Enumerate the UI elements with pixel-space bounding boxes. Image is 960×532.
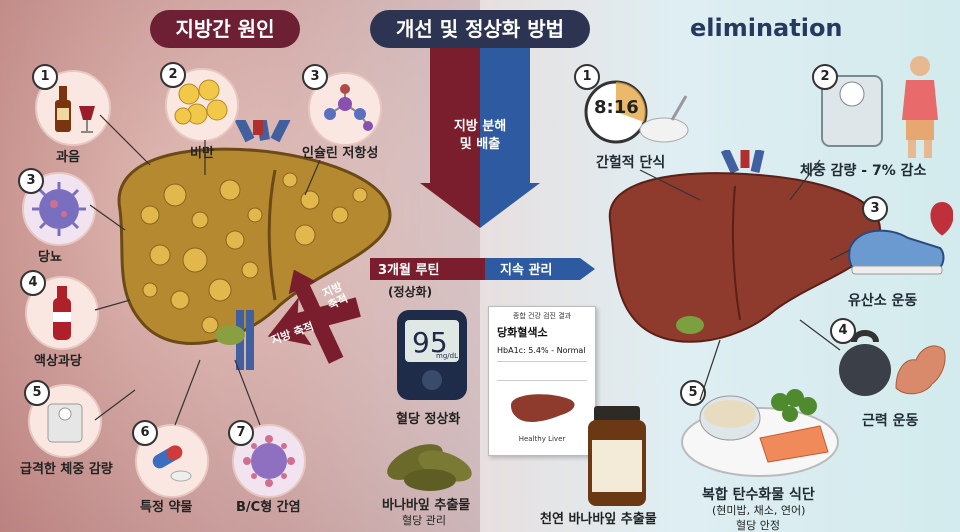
solution-5-label: 복합 탄수화물 식단 (702, 487, 815, 503)
solution-4-label: 근력 운동 (862, 413, 919, 429)
right-title: elimination (690, 14, 843, 42)
pills-icon (135, 424, 209, 498)
cause-3-number: 3 (302, 64, 328, 90)
molecule-icon (308, 72, 382, 146)
cause-1-number: 1 (32, 64, 58, 90)
glucometer-icon (397, 310, 467, 400)
routine-arrow (370, 258, 595, 280)
healthy-liver-mini-icon (511, 394, 575, 422)
glucose-label: 혈당 정상화 (396, 412, 461, 427)
left-title: 지방간 원인 (150, 10, 300, 48)
kettlebell-icon (839, 330, 946, 396)
fat-break-label: 지방 분해 및 배출 (453, 119, 507, 152)
alcohol-icon (35, 70, 111, 146)
running-shoe-icon (848, 201, 953, 275)
cause-4-number: 3 (18, 168, 44, 194)
glucose-display: 95 (412, 326, 448, 359)
clock-text: 8:16 (594, 97, 639, 118)
cause-5-label: 액상과당 (34, 354, 82, 369)
center-title: 개선 및 정상화 방법 (370, 10, 590, 48)
solution-5-sub: (현미밥, 채소, 연어) (712, 504, 806, 517)
supplement-label: 천연 바나바잎 추출물 (540, 512, 657, 527)
cause-3-label: 인슐린 저항성 (302, 146, 379, 161)
fat-accumulation-arrows (267, 269, 361, 364)
cause-2-label: 비만 (190, 146, 214, 161)
cause-5-number: 4 (20, 270, 46, 296)
flow-arrows (420, 48, 540, 228)
banaba-leaf-label: 바나바잎 추출물 (382, 498, 471, 513)
healthy-liver (608, 150, 882, 343)
solution-5-sub2: 혈당 안정 (736, 519, 780, 532)
report-small-title: 종합 건강 검진 결과 (512, 312, 572, 320)
blue-down-arrow (480, 48, 540, 228)
cause-8-number: 7 (228, 420, 254, 446)
cause-4-label: 당뇨 (38, 250, 62, 265)
report-liver-label: Healthy Liver (518, 435, 566, 443)
scale-icon (28, 384, 102, 458)
solution-5-number: 5 (680, 380, 706, 406)
scale-with-person-icon (821, 56, 938, 158)
cause-7-number: 6 (132, 420, 158, 446)
solution-1-label: 간헐적 단식 (596, 155, 666, 171)
fatty-liver (117, 120, 392, 370)
supplement-bottle-icon (588, 406, 646, 506)
solution-1-number: 1 (574, 64, 600, 90)
solution-2-number: 2 (812, 64, 838, 90)
solution-3-label: 유산소 운동 (848, 293, 918, 309)
cause-6-label: 급격한 체중 감량 (20, 462, 113, 477)
routine-sub-label: (정상화) (388, 285, 433, 299)
cause-6-number: 5 (24, 380, 50, 406)
solution-4-number: 4 (830, 318, 856, 344)
health-report: 종합 건강 검진 결과 당화혈색소 HbA1c: 5.4% - Normal H… (488, 306, 596, 456)
report-title: 당화혈색소 (497, 326, 548, 339)
report-line: HbA1c: 5.4% - Normal (497, 346, 586, 355)
solution-2-label: 체중 감량 - 7% 감소 (800, 163, 927, 179)
cause-7-label: 특정 약물 (140, 500, 193, 515)
cause-8-label: B/C형 간염 (236, 500, 301, 515)
banaba-leaf-sub: 혈당 관리 (402, 514, 446, 527)
clock-icon (584, 80, 689, 144)
cause-1-label: 과음 (56, 150, 80, 165)
glucose-unit: mg/dL (436, 352, 458, 360)
routine-label: 3개월 루틴 (378, 263, 440, 278)
cause-2-number: 2 (160, 62, 186, 88)
meal-plate-icon (681, 389, 839, 477)
banaba-leaf-icon (387, 444, 472, 491)
solution-3-number: 3 (862, 196, 888, 222)
continuous-label: 지속 관리 (500, 263, 553, 278)
